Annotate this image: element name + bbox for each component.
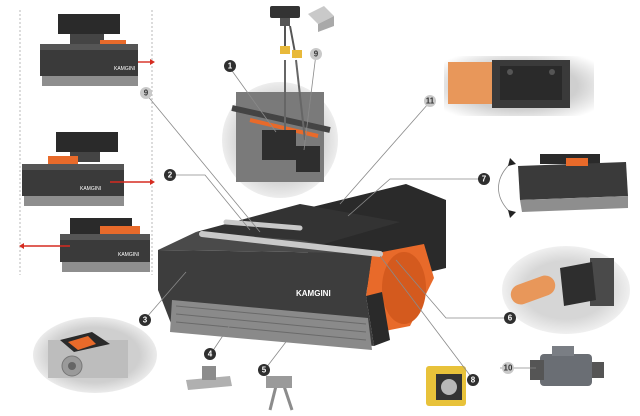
callout-7: 7: [478, 173, 490, 185]
svg-text:11: 11: [426, 97, 435, 106]
main-flail-mower: KAMGINI: [158, 184, 446, 350]
svg-text:4: 4: [208, 350, 213, 359]
callout-4: 4: [204, 348, 216, 360]
side-shift-panel: KAMGINI KAMGINI KAMGINI: [19, 10, 155, 275]
callout-10: 10: [502, 362, 514, 374]
callout-3: 3: [139, 314, 151, 326]
callout-markers: 1 2 3 4 5 6 7 8 9 9 10 11: [139, 48, 516, 386]
hydraulic-pump-thumb: [530, 346, 604, 386]
callout-1: 1: [224, 60, 236, 72]
callout-9-top: 9: [310, 48, 322, 60]
svg-text:10: 10: [504, 364, 513, 373]
flail-teeth: [175, 305, 367, 341]
svg-text:2: 2: [168, 171, 173, 180]
logo-text-small: KAMGINI: [118, 252, 139, 258]
callout-6: 6: [504, 312, 516, 324]
mower-thumb-shift-left: KAMGINI: [60, 218, 150, 272]
svg-text:8: 8: [471, 376, 476, 385]
callout-2: 2: [164, 169, 176, 181]
callout-9-left: 9: [140, 87, 152, 99]
logo-text-small: KAMGINI: [80, 186, 101, 192]
tilt-mower-thumb: [498, 154, 628, 218]
mower-thumb-centered: KAMGINI: [40, 14, 138, 86]
hydraulic-connector-detail: [270, 6, 334, 59]
callout-5: 5: [258, 364, 270, 376]
svg-text:3: 3: [143, 316, 148, 325]
logo-text-small: KAMGINI: [114, 66, 135, 72]
flail-hammer-thumb: [266, 376, 294, 411]
svg-text:7: 7: [482, 175, 487, 184]
mower-thumb-shift-right: KAMGINI: [22, 132, 124, 206]
flail-knife-thumb: [186, 366, 232, 390]
svg-text:1: 1: [228, 62, 233, 71]
pto-shaft-thumb: [502, 246, 630, 334]
logo-text: KAMGINI: [296, 289, 331, 298]
bearing-detail-thumb: [33, 317, 157, 393]
svg-text:9: 9: [144, 89, 149, 98]
safety-switch-thumb: [426, 366, 466, 406]
callout-11: 11: [424, 95, 436, 107]
svg-text:5: 5: [262, 366, 267, 375]
svg-text:9: 9: [314, 50, 319, 59]
svg-text:6: 6: [508, 314, 513, 323]
callout-8: 8: [467, 374, 479, 386]
rear-hood-thumb: [444, 56, 594, 116]
